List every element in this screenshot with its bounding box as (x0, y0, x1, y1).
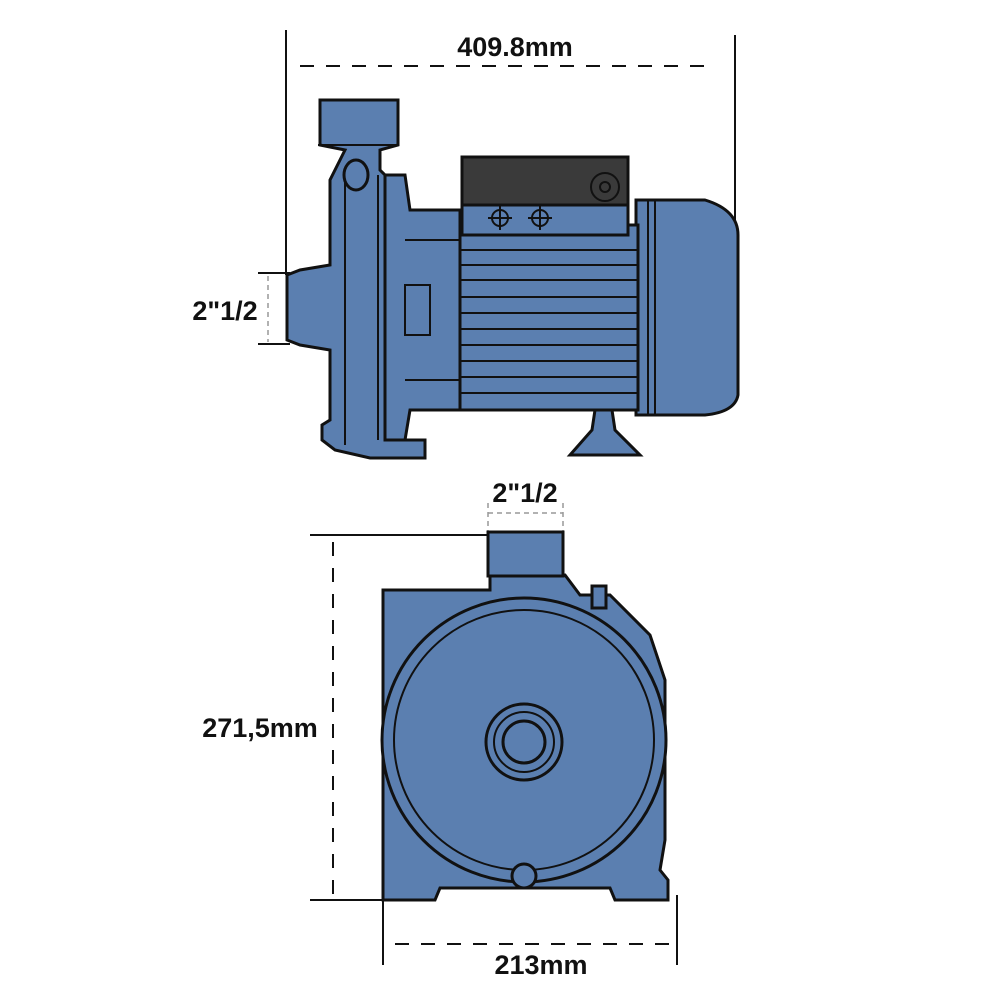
priming-plug (342, 158, 370, 192)
outlet-size-label: 2"1/2 (492, 478, 557, 508)
inlet-opening (501, 719, 547, 765)
length-label: 409.8mm (457, 32, 573, 62)
motor-body (458, 223, 640, 412)
width-label: 213mm (494, 950, 587, 980)
terminal-box-base (460, 203, 630, 237)
outlet-port (486, 530, 565, 578)
screw-icon (528, 206, 552, 230)
motor-foot (566, 408, 644, 457)
height-label: 271,5mm (202, 713, 318, 743)
pump-bracket (383, 173, 462, 442)
drain-plug (510, 862, 538, 890)
screw-icon (488, 206, 512, 230)
front-view: 2"1/2 271,5mm 213mm (202, 478, 678, 980)
vent-plug (590, 584, 608, 610)
side-view: 409.8mm 2"1/2 (192, 30, 740, 460)
pump-volute (285, 98, 427, 460)
cable-gland-icon (590, 172, 620, 202)
inlet-size-label: 2"1/2 (192, 296, 257, 326)
motor-end-cap (634, 198, 740, 417)
